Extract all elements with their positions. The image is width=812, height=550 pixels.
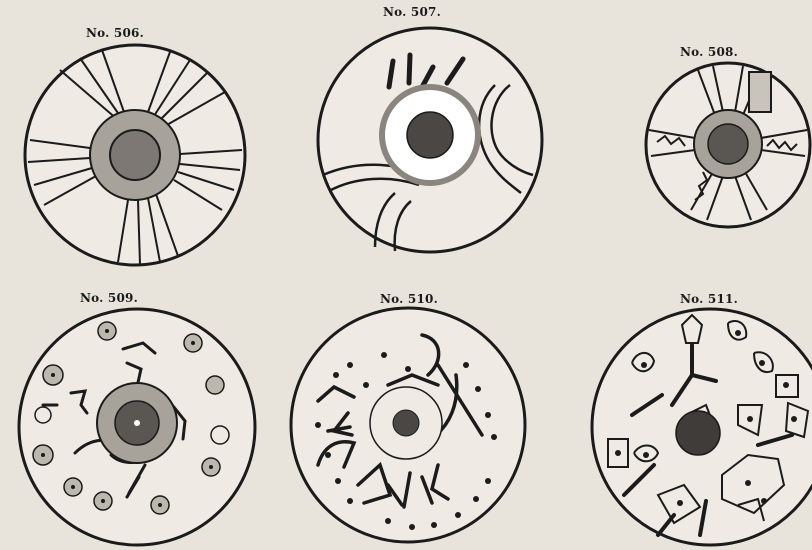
figure-label-510: No. 510. bbox=[380, 292, 438, 306]
figure-label-509: No. 509. bbox=[80, 291, 138, 305]
figure-507-bowl-design bbox=[315, 25, 545, 255]
figure-509-bowl-design bbox=[15, 305, 260, 550]
figure-label-511: No. 511. bbox=[680, 292, 738, 306]
figure-label-506: No. 506. bbox=[86, 26, 144, 40]
figure-508-bowl-design bbox=[643, 60, 812, 230]
figure-label-507: No. 507. bbox=[383, 5, 441, 19]
figure-511-bowl-design bbox=[588, 305, 812, 550]
figure-506-bowl-design bbox=[20, 40, 250, 270]
figure-label-508: No. 508. bbox=[680, 45, 738, 59]
figure-510-bowl-design bbox=[288, 305, 528, 545]
